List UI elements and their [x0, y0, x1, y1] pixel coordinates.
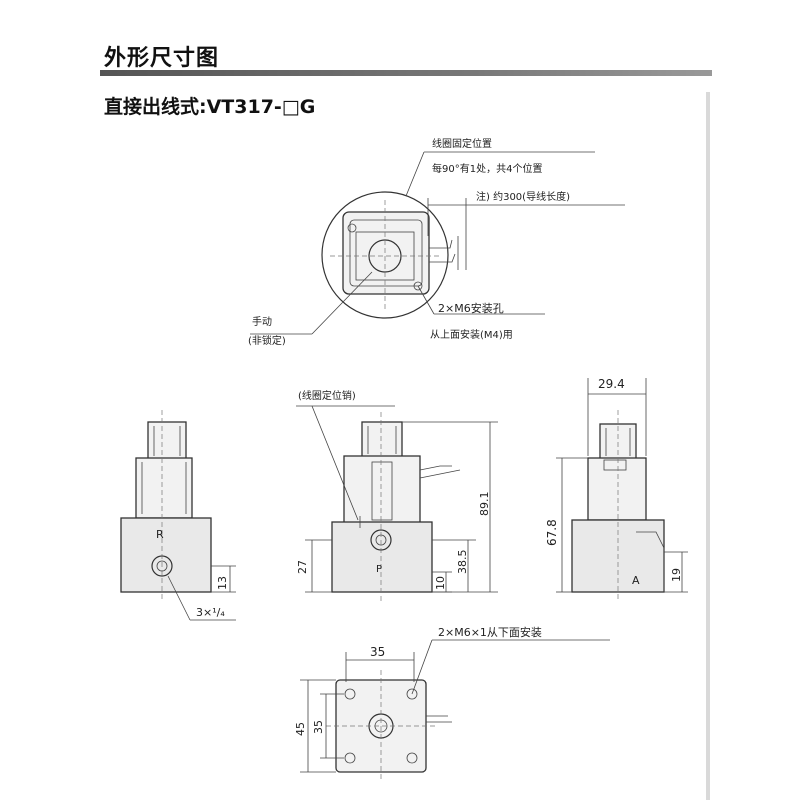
model-subtitle: 直接出线式:VT317-□G	[104, 96, 316, 118]
manual-note: (非锁定)	[248, 334, 286, 347]
dim-35-top: 35	[370, 645, 385, 659]
dim-10: 10	[434, 576, 447, 590]
dim-35-side: 35	[312, 720, 325, 734]
port-p-label: P	[376, 564, 382, 575]
page-title: 外形尺寸图	[104, 46, 220, 71]
port-a-label: A	[632, 574, 640, 587]
coil-position-note: 每90°有1处，共4个位置	[432, 162, 542, 175]
dim-45: 45	[294, 722, 307, 736]
dim-27: 27	[296, 560, 309, 574]
port-size-label: 3×¹/₄	[196, 606, 225, 619]
port-r-label: R	[156, 528, 164, 541]
dim-67-8: 67.8	[545, 519, 559, 546]
title-rule	[100, 70, 712, 76]
left-view	[120, 410, 236, 621]
lead-length-label: 注) 约300(导线长度)	[476, 190, 570, 203]
mount-holes-note: 从上面安装(M4)用	[430, 328, 513, 341]
coil-position-label: 线圈固定位置	[432, 137, 492, 150]
bottom-holes-label: 2×M6×1从下面安装	[438, 625, 542, 639]
bottom-view	[300, 639, 610, 782]
front-view	[296, 405, 498, 602]
coil-pin-label: (线圈定位销)	[298, 389, 356, 402]
top-view	[250, 151, 625, 335]
dim-89-1: 89.1	[478, 492, 491, 517]
right-view	[556, 378, 688, 602]
side-rule	[706, 92, 710, 800]
dim-38-5: 38.5	[456, 550, 469, 575]
dim-13: 13	[216, 576, 229, 590]
dim-29-4: 29.4	[598, 377, 625, 391]
dim-19: 19	[670, 568, 683, 582]
mount-holes-label: 2×M6安装孔	[438, 301, 504, 315]
manual-label: 手动	[252, 315, 272, 328]
